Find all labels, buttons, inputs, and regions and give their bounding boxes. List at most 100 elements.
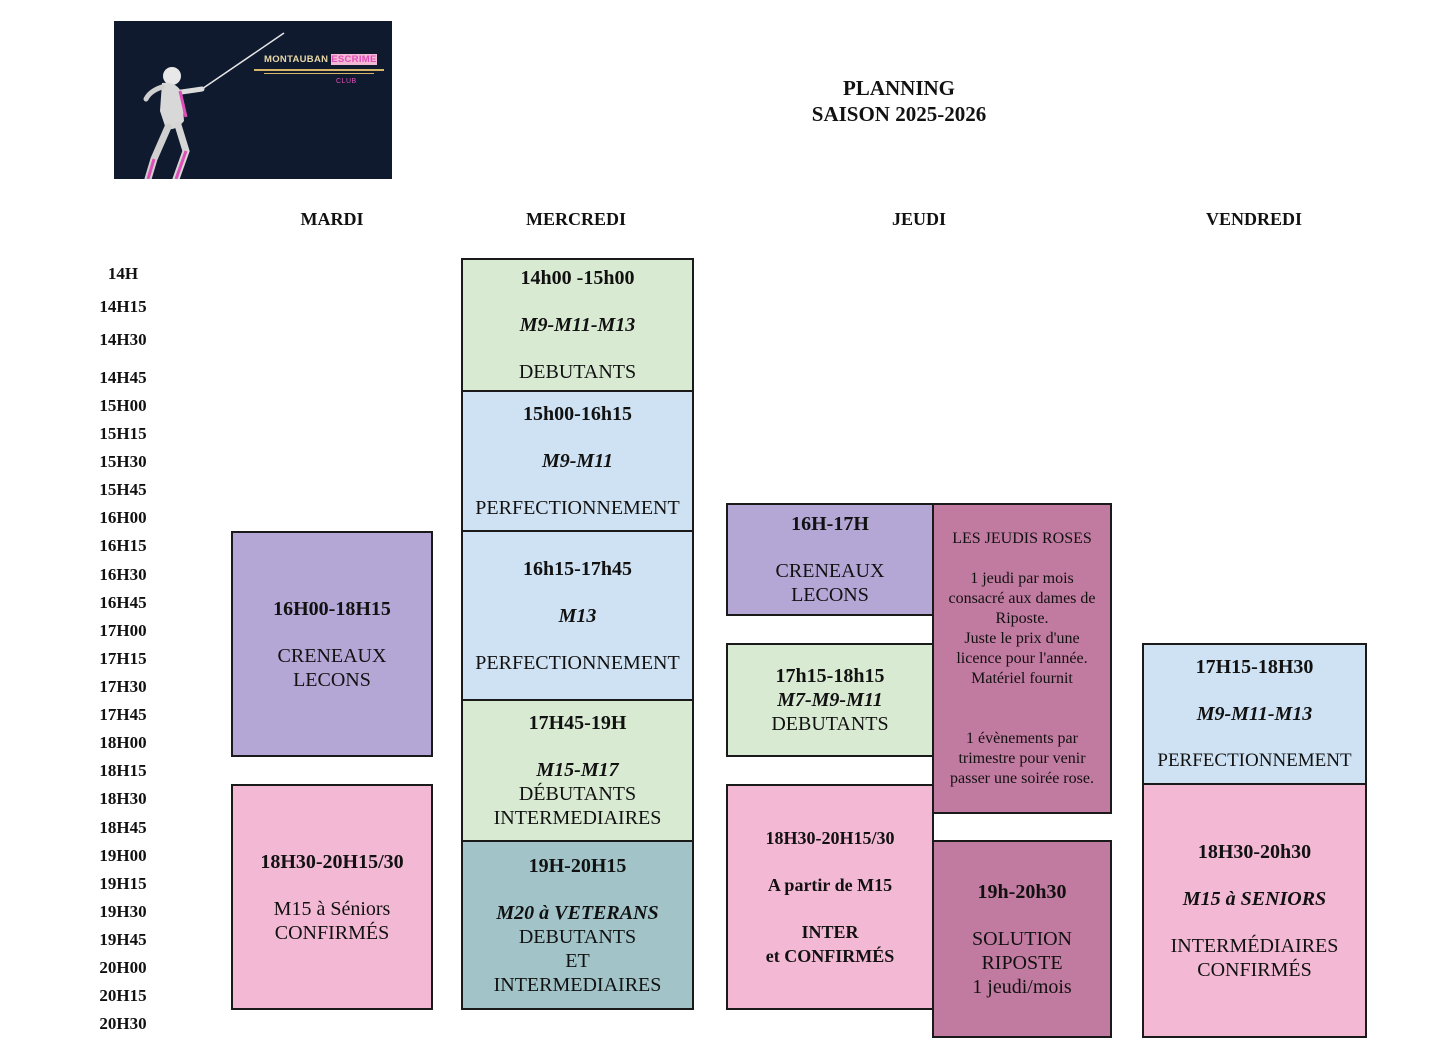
session-mercredi-perf-m13: 16h15-17h45 M13 PERFECTIONNEMENT — [461, 530, 694, 701]
session-vendredi-perf: 17H15-18H30 M9-M11-M13 PERFECTIONNEMENT — [1142, 643, 1367, 785]
time-label: 18H15 — [99, 761, 147, 780]
session-mardi-confirmes: 18H30-20H15/30 M15 à Séniors CONFIRMÉS — [231, 784, 433, 1010]
time-label: 18H00 — [99, 733, 147, 752]
roses-text: consacré aux dames de — [948, 589, 1096, 607]
session-category: M15-M17 — [536, 759, 619, 781]
session-category: M15 à SENIORS — [1182, 887, 1327, 910]
time-label: 16H30 — [99, 565, 147, 584]
session-category: M20 à VETERANS — [496, 901, 659, 924]
time-label: 19H30 — [99, 902, 147, 921]
session-label: LECONS — [293, 668, 371, 691]
session-label: CRENEAUX — [775, 560, 885, 582]
session-mercredi-debutants: 14h00 -15h00 M9-M11-M13 DEBUTANTS — [461, 258, 694, 392]
logo-gold-line — [254, 69, 384, 71]
time-label: 15H00 — [99, 396, 147, 415]
session-level: DÉBUTANTS — [518, 783, 637, 805]
time-label: 16H45 — [99, 593, 147, 612]
session-time: 18H30-20H15/30 — [260, 850, 404, 873]
season-title: SAISON 2025-2026 — [811, 102, 987, 126]
session-level: PERFECTIONNEMENT — [475, 497, 680, 519]
session-mercredi-perf-m9m11: 15h00-16h15 M9-M11 PERFECTIONNEMENT — [461, 390, 694, 532]
session-mercredi-m15m17: 17H45-19H M15-M17 DÉBUTANTS INTERMEDIAIR… — [461, 699, 694, 842]
time-label: 14H15 — [99, 297, 147, 316]
session-level: INTERMEDIAIRES — [493, 973, 662, 996]
time-label: 17H00 — [99, 621, 147, 640]
roses-title: LES JEUDIS ROSES — [952, 529, 1092, 547]
time-label: 20H00 — [99, 958, 147, 977]
time-label: 19H15 — [99, 874, 147, 893]
session-category: M9-M11-M13 — [519, 314, 636, 336]
session-time: 15h00-16h15 — [523, 403, 632, 425]
session-level: et CONFIRMÉS — [765, 946, 895, 966]
session-time: 17H45-19H — [528, 712, 627, 734]
time-label: 15H30 — [99, 452, 147, 471]
time-label: 20H30 — [99, 1014, 147, 1033]
session-time: 16h15-17h45 — [523, 557, 632, 580]
session-mercredi-m20-veterans: 19H-20H15 M20 à VETERANS DEBUTANTS ET IN… — [461, 840, 694, 1010]
logo-gold-line-thin — [264, 73, 374, 74]
roses-text: Matériel fournit — [971, 669, 1073, 687]
day-header-jeudi: JEUDI — [891, 209, 946, 229]
time-label: 18H45 — [99, 818, 147, 837]
roses-text: 1 évènements par — [966, 729, 1078, 747]
session-time: 16H00-18H15 — [273, 597, 391, 620]
session-jeudi-lecons: 16H-17H CRENEAUX LECONS — [726, 503, 934, 616]
roses-text: Juste le prix d'une — [964, 629, 1080, 647]
session-category: M9-M11 — [541, 450, 614, 472]
day-header-vendredi: VENDREDI — [1205, 209, 1302, 229]
session-level: PERFECTIONNEMENT — [1157, 750, 1352, 771]
session-jeudi-debutants: 17h15-18h15 M7-M9-M11 DEBUTANTS — [726, 643, 934, 757]
session-time: 18H30-20h30 — [1197, 840, 1312, 863]
time-label: 15H15 — [99, 424, 147, 443]
session-vendredi-seniors: 18H30-20h30 M15 à SENIORS INTERMÉDIAIRES… — [1142, 783, 1367, 1038]
session-level: CONFIRMÉS — [1197, 958, 1312, 981]
session-time: 17H15-18H30 — [1195, 656, 1314, 678]
time-label: 17H30 — [99, 677, 147, 696]
session-label: CRENEAUX — [277, 644, 387, 667]
session-level: DEBUTANTS — [518, 925, 637, 948]
session-label: LECONS — [791, 584, 869, 606]
time-label: 19H45 — [99, 930, 147, 949]
session-level: DEBUTANTS — [518, 361, 637, 383]
session-level: ET — [565, 949, 590, 972]
roses-text: Riposte. — [995, 609, 1049, 627]
session-level: DEBUTANTS — [771, 713, 889, 735]
session-time: 19H-20H15 — [528, 854, 627, 877]
session-time: 19h-20h30 — [977, 880, 1067, 903]
time-label: 19H00 — [99, 846, 147, 865]
session-level: INTERMÉDIAIRES — [1170, 934, 1339, 957]
time-label: 17H15 — [99, 649, 147, 668]
session-time: 14h00 -15h00 — [520, 267, 635, 289]
roses-text: 1 jeudi par mois — [970, 569, 1074, 587]
logo-subtext: CLUB — [336, 78, 357, 85]
session-jeudi-riposte: 19h-20h30 SOLUTION RIPOSTE 1 jeudi/mois — [932, 840, 1112, 1038]
page-title: PLANNING — [842, 76, 955, 100]
session-level: INTER — [801, 922, 859, 942]
logo-text: MONTAUBAN ESCRIME — [264, 54, 377, 65]
session-label: 1 jeudi/mois — [972, 975, 1072, 998]
day-header-mercredi: MERCREDI — [525, 209, 626, 229]
session-category: M13 — [558, 604, 597, 627]
time-label: 16H00 — [99, 508, 147, 527]
time-label: 17H45 — [99, 705, 147, 724]
time-label: 14H30 — [99, 330, 147, 349]
roses-text: licence pour l'année. — [956, 649, 1088, 667]
session-time: 16H-17H — [791, 513, 869, 535]
session-time: 17h15-18h15 — [775, 665, 885, 687]
session-label: RIPOSTE — [981, 951, 1063, 974]
day-header-mardi: MARDI — [300, 209, 364, 229]
time-label: 14H — [107, 264, 139, 283]
time-label: 14H45 — [99, 368, 147, 387]
session-category: M9-M11-M13 — [1196, 703, 1313, 725]
session-category: A partir de M15 — [767, 875, 893, 895]
roses-text: passer une soirée rose. — [950, 769, 1094, 787]
session-level: INTERMEDIAIRES — [493, 807, 662, 829]
session-level: PERFECTIONNEMENT — [475, 651, 680, 674]
session-jeudis-roses: LES JEUDIS ROSES 1 jeudi par mois consac… — [932, 503, 1112, 814]
time-label: 15H45 — [99, 480, 147, 499]
time-label: 18H30 — [99, 789, 147, 808]
session-label: M15 à Séniors — [273, 897, 391, 920]
club-logo: MONTAUBAN ESCRIME CLUB — [114, 21, 392, 179]
session-label: CONFIRMÉS — [274, 921, 390, 944]
roses-text: trimestre pour venir — [958, 749, 1086, 767]
